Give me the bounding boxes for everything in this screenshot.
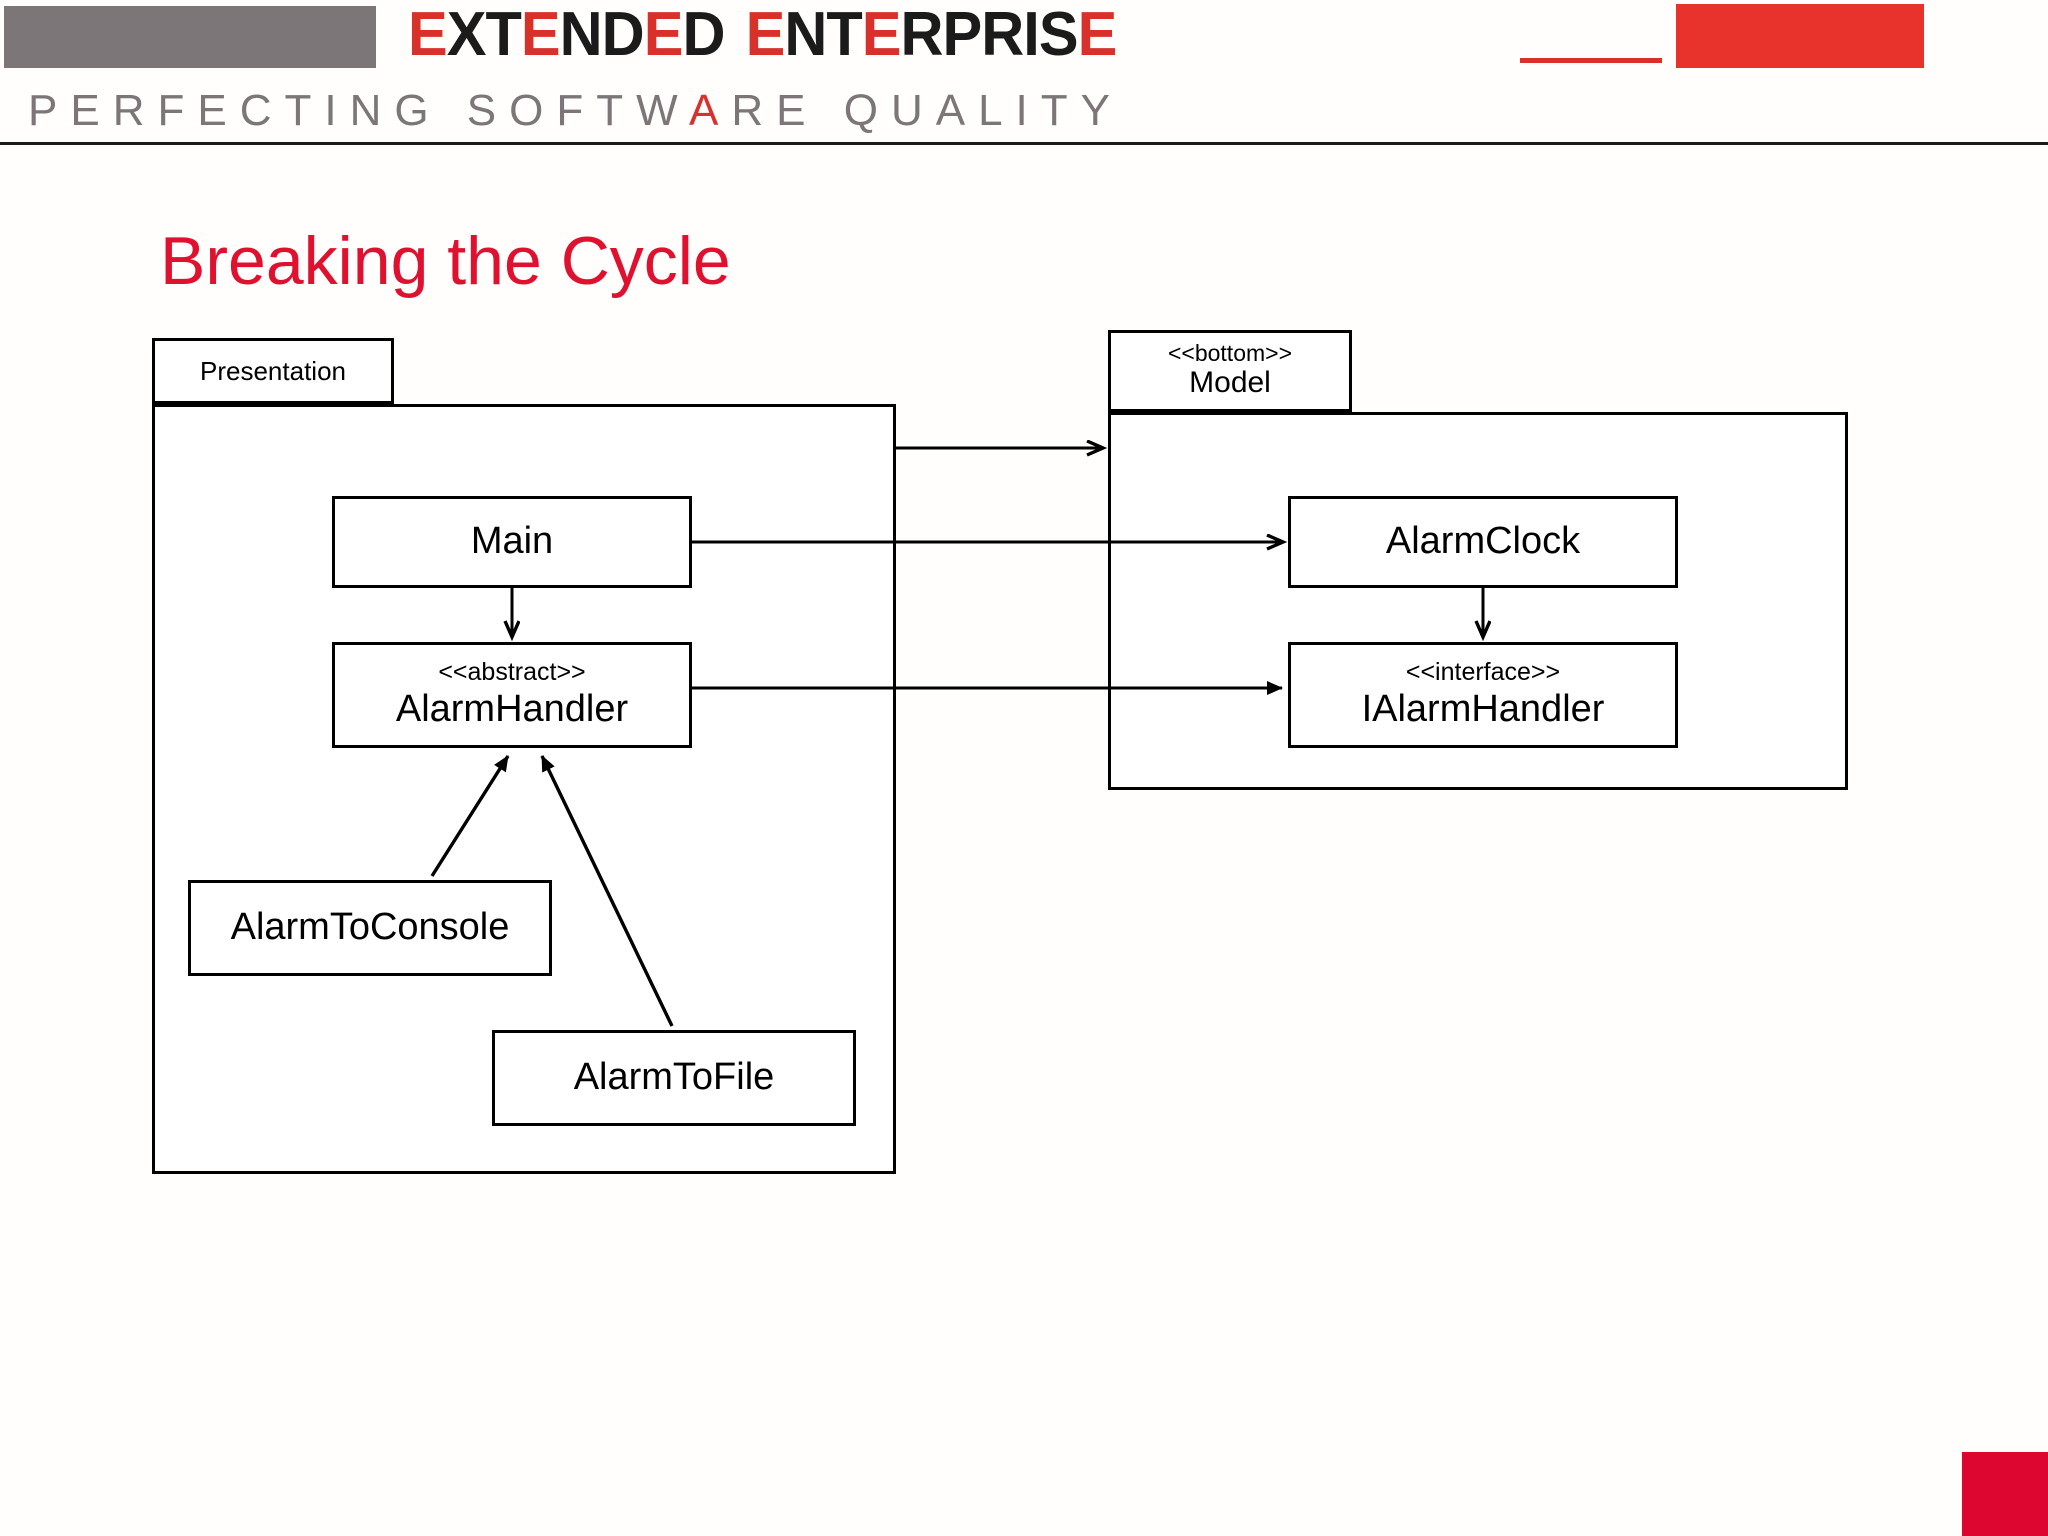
brand-letter-group: E [520,0,561,69]
package-label-model: Model [1189,366,1271,400]
tagline-pre: PERFECTING SOFTW [28,86,690,135]
header-red-block [1676,4,1924,68]
uml-class-alarmclock[interactable]: AlarmClock [1288,496,1678,588]
package-body-model [1108,412,1848,790]
package-stereotype-model: <<bottom>> [1167,340,1293,367]
uml-class-alarmhandler[interactable]: <<abstract>> AlarmHandler [332,642,692,748]
package-tab-model[interactable]: <<bottom>> Model [1108,330,1352,412]
brand-letter-group: NT [784,0,862,69]
tagline-post: RE QUALITY [731,86,1124,135]
brand-letter-group: E [861,0,902,69]
class-name-alarmtofile: AlarmToFile [573,1056,775,1099]
uml-class-alarmtoconsole[interactable]: AlarmToConsole [188,880,552,976]
footer-red-square [1962,1452,2048,1536]
header-divider-rule [0,142,2048,145]
brand-letter-group: E [1077,0,1118,69]
brand-letter-group: D [682,0,725,69]
class-name-alarmhandler: AlarmHandler [395,687,629,730]
class-name-ialarmhandler: IAlarmHandler [1361,687,1605,730]
page-title: Breaking the Cycle [160,223,731,299]
class-stereotype-alarmhandler: <<abstract>> [438,657,586,686]
uml-class-ialarmhandler[interactable]: <<interface>> IAlarmHandler [1288,642,1678,748]
class-name-main: Main [470,520,554,563]
class-name-alarmtoconsole: AlarmToConsole [230,906,510,949]
brand-letter-group: E [408,0,448,69]
brand-tagline: PERFECTING SOFTWARE QUALITY [28,86,2020,136]
uml-class-main[interactable]: Main [332,496,692,588]
brand-underline-accent [1520,58,1662,63]
tagline-accent-letter: A [689,86,732,135]
package-label-presentation: Presentation [200,355,346,386]
package-tab-presentation[interactable]: Presentation [152,338,394,404]
brand-letter-group: E [643,0,684,69]
brand-letter-group: RPRIS [900,0,1079,69]
class-stereotype-ialarmhandler: <<interface>> [1405,657,1561,686]
uml-class-alarmtofile[interactable]: AlarmToFile [492,1030,856,1126]
brand-letter-group: E [745,0,786,69]
class-name-alarmclock: AlarmClock [1385,520,1581,563]
brand-letter-group: ND [559,0,645,69]
header-gray-block [4,6,376,68]
brand-letter-group: XT [446,0,522,69]
